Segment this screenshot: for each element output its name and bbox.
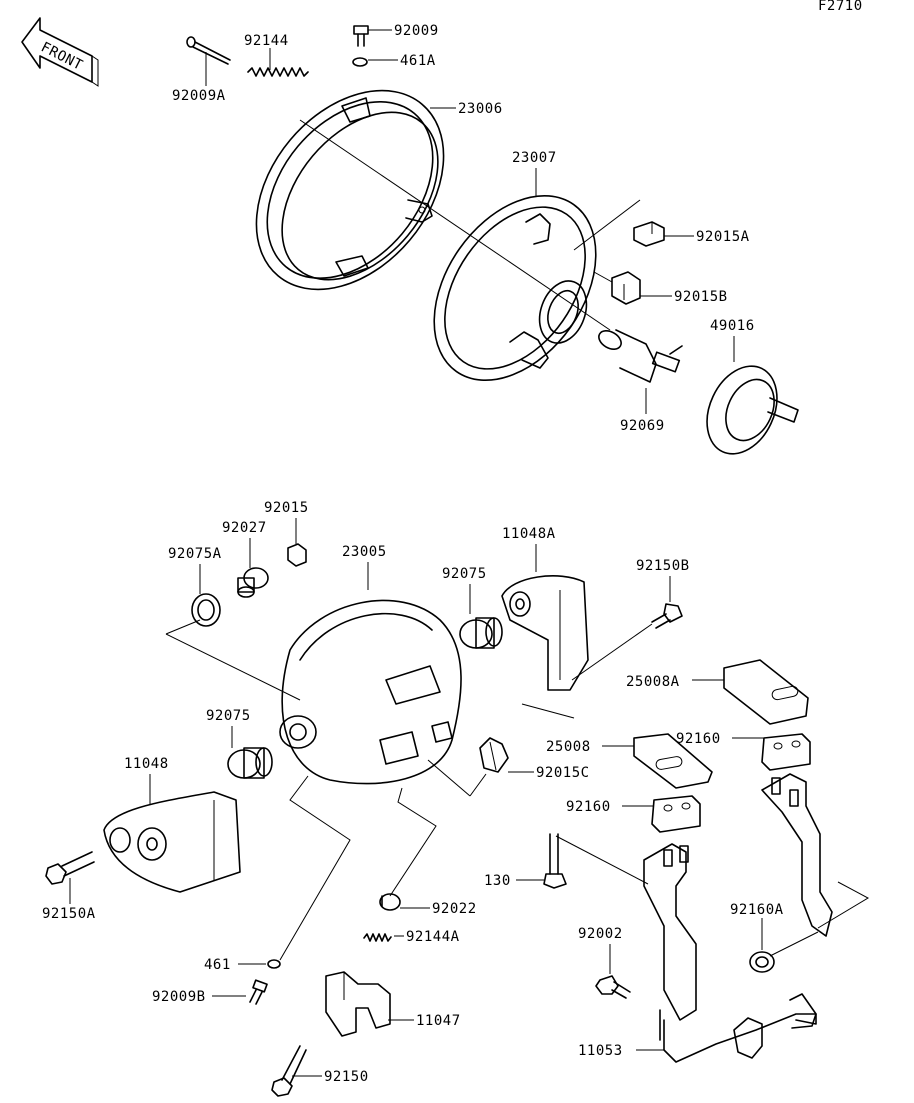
front-arrow-icon: FRONT xyxy=(21,17,99,87)
assembly-line xyxy=(427,759,471,797)
label-92144A: 92144A xyxy=(406,929,460,945)
assembly-line xyxy=(769,931,819,957)
damper-92160-left xyxy=(651,795,701,833)
nut-92015 xyxy=(287,543,307,567)
label-23005: 23005 xyxy=(342,544,387,560)
bulb-92069 xyxy=(598,329,683,383)
bolt-92002 xyxy=(595,975,631,999)
clip-92015b xyxy=(611,271,641,305)
assembly-line xyxy=(571,623,653,681)
headlight-housing-23005 xyxy=(279,599,462,785)
spring-92144a xyxy=(363,933,392,942)
washer-461a xyxy=(352,57,368,67)
headlight-stay-11053 xyxy=(643,773,833,1063)
clip-92015c xyxy=(479,737,509,773)
label-92160A: 92160A xyxy=(730,902,784,918)
dust-boot-49016 xyxy=(706,365,799,455)
label-92150B: 92150B xyxy=(636,558,690,574)
assembly-line xyxy=(817,881,870,929)
assembly-line xyxy=(521,703,575,719)
bolt-92150a xyxy=(45,851,95,885)
assembly-line xyxy=(279,775,351,961)
assembly-line xyxy=(299,119,611,331)
label-92015C: 92015C xyxy=(536,765,590,781)
label-92075-lower: 92075 xyxy=(206,708,251,724)
label-461A: 461A xyxy=(400,53,436,69)
figure-code: F2710 xyxy=(818,0,863,14)
spring-92144 xyxy=(247,67,309,77)
bolt-130 xyxy=(543,833,567,889)
pin-461 xyxy=(267,959,281,969)
label-23007: 23007 xyxy=(512,150,557,166)
label-92160-right: 92160 xyxy=(676,731,721,747)
assembly-line xyxy=(165,619,201,635)
label-92160-left: 92160 xyxy=(566,799,611,815)
headlight-unit-23007 xyxy=(433,194,597,382)
collar-92027 xyxy=(237,567,269,598)
label-92075-upper: 92075 xyxy=(442,566,487,582)
plate-25008 xyxy=(633,733,713,789)
label-11048A: 11048A xyxy=(502,526,556,542)
bracket-11048a xyxy=(501,575,589,691)
label-92150: 92150 xyxy=(324,1069,369,1085)
bolt-92150b xyxy=(651,603,683,629)
assembly-line xyxy=(555,835,649,885)
label-11048: 11048 xyxy=(124,756,169,772)
assembly-line xyxy=(469,773,487,797)
label-92015B: 92015B xyxy=(674,289,728,305)
label-130: 130 xyxy=(484,873,511,889)
label-11053: 11053 xyxy=(578,1043,623,1059)
bracket-11047 xyxy=(325,971,391,1037)
label-92144: 92144 xyxy=(244,33,289,49)
label-461: 461 xyxy=(204,957,231,973)
cap-92022 xyxy=(379,893,401,911)
assembly-line xyxy=(389,787,437,897)
label-49016: 49016 xyxy=(710,318,755,334)
headlight-rim-23006 xyxy=(255,89,445,291)
label-92015: 92015 xyxy=(264,500,309,516)
label-92002: 92002 xyxy=(578,926,623,942)
label-25008A: 25008A xyxy=(626,674,680,690)
bolt-92150 xyxy=(271,1045,307,1097)
grommet-92075-lower xyxy=(227,747,273,779)
label-92009A: 92009A xyxy=(172,88,226,104)
label-92015A: 92015A xyxy=(696,229,750,245)
label-92069: 92069 xyxy=(620,418,665,434)
label-92075A: 92075A xyxy=(168,546,222,562)
front-label: FRONT xyxy=(38,39,85,74)
cap-92015a xyxy=(633,221,665,247)
grommet-92160a xyxy=(749,951,775,973)
label-25008: 25008 xyxy=(546,739,591,755)
grommet-92075a xyxy=(191,593,221,627)
label-23006: 23006 xyxy=(458,101,503,117)
label-92009: 92009 xyxy=(394,23,439,39)
plate-25008a xyxy=(723,659,809,725)
damper-92160-right xyxy=(761,733,811,771)
assembly-line xyxy=(165,633,301,701)
label-92027: 92027 xyxy=(222,520,267,536)
label-92009B: 92009B xyxy=(152,989,206,1005)
screw-92009 xyxy=(353,25,369,47)
label-11047: 11047 xyxy=(416,1013,461,1029)
screw-92009b xyxy=(249,979,268,1005)
bracket-11048 xyxy=(103,791,241,893)
grommet-92075-upper xyxy=(459,617,503,649)
bolt-92009a xyxy=(186,36,231,65)
label-92022: 92022 xyxy=(432,901,477,917)
label-92150A: 92150A xyxy=(42,906,96,922)
